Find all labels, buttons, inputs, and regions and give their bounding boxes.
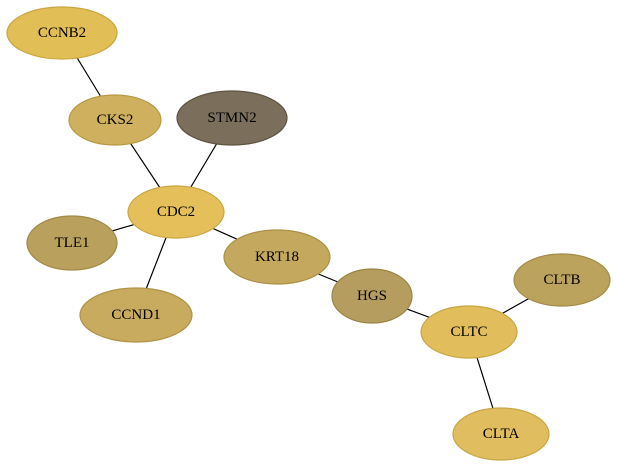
node-ccnb2[interactable]: CCNB2 [6,6,118,60]
node-hgs[interactable]: HGS [331,268,413,324]
node-tle1[interactable]: TLE1 [26,215,118,271]
node-stmn2[interactable]: STMN2 [176,90,288,146]
node-label-hgs: HGS [357,288,387,304]
node-shape-cltb[interactable] [513,253,611,307]
node-cltb[interactable]: CLTB [513,253,611,307]
node-label-cdc2: CDC2 [157,204,195,220]
node-label-stmn2: STMN2 [207,110,256,126]
node-label-ccnd1: CCND1 [111,307,160,323]
node-shape-ccnb2[interactable] [6,6,118,60]
node-shape-stmn2[interactable] [176,90,288,146]
node-cks2[interactable]: CKS2 [68,94,162,146]
node-shape-hgs[interactable] [331,268,413,324]
node-label-cltc: CLTC [451,324,488,340]
node-shape-krt18[interactable] [223,229,331,285]
node-shape-cltc[interactable] [420,305,518,359]
node-shape-tle1[interactable] [26,215,118,271]
node-clta[interactable]: CLTA [452,407,550,461]
node-cltc[interactable]: CLTC [420,305,518,359]
node-label-cks2: CKS2 [97,112,134,128]
node-label-ccnb2: CCNB2 [38,25,86,41]
node-shape-clta[interactable] [452,407,550,461]
node-label-tle1: TLE1 [55,235,90,251]
node-label-clta: CLTA [483,426,520,442]
node-krt18[interactable]: KRT18 [223,229,331,285]
node-cdc2[interactable]: CDC2 [127,185,225,239]
edge-layer [61,32,563,435]
node-ccnd1[interactable]: CCND1 [79,287,193,343]
node-label-cltb: CLTB [544,272,581,288]
node-shape-ccnd1[interactable] [79,287,193,343]
node-shape-cdc2[interactable] [127,185,225,239]
node-shape-cks2[interactable] [68,94,162,146]
node-label-krt18: KRT18 [255,249,299,265]
